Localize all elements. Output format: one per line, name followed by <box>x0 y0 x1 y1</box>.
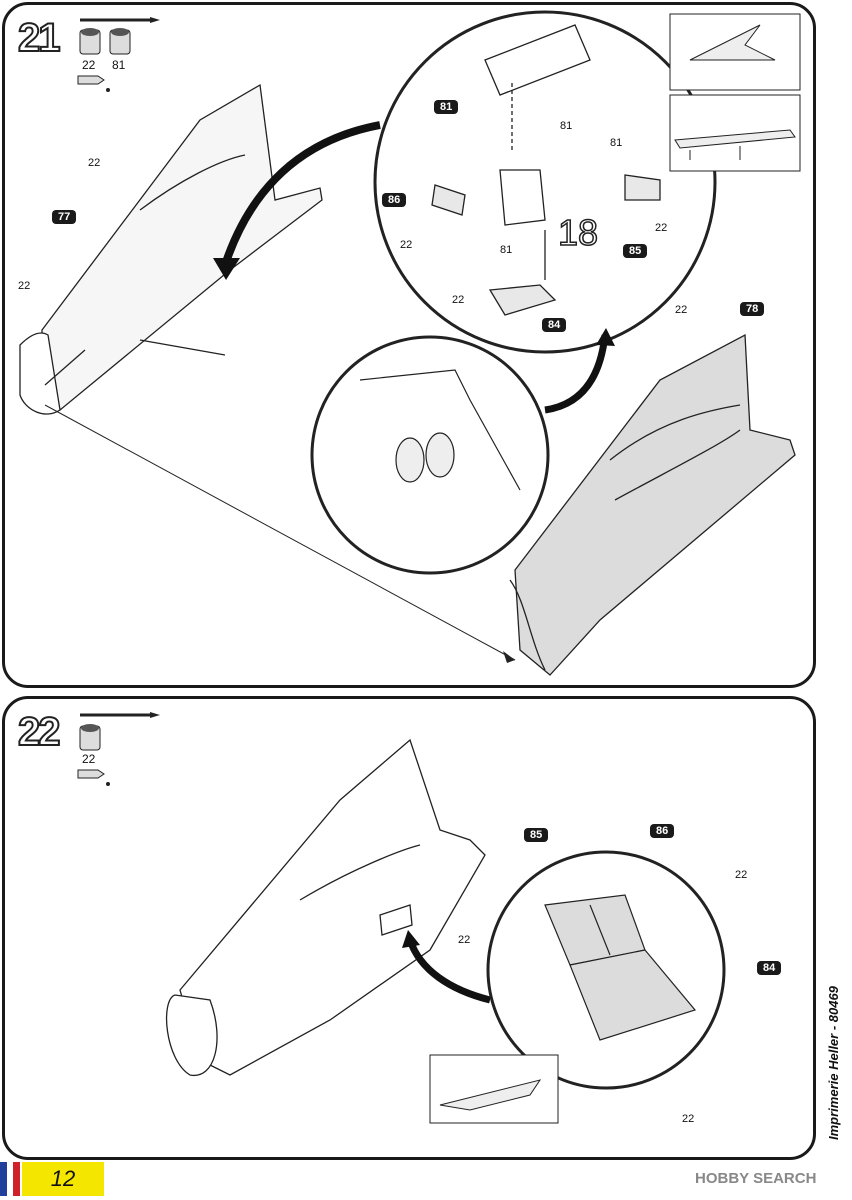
paint-pot-icon <box>79 28 131 55</box>
paint-callout: 22 <box>88 157 101 169</box>
part-tag: 84 <box>757 961 782 975</box>
assembled-fin <box>165 738 486 1076</box>
brush-icon-22 <box>80 712 160 718</box>
glue-tube-icon <box>77 75 110 92</box>
paint-callout: 22 <box>682 1113 695 1125</box>
part-tag: 85 <box>524 828 549 842</box>
paint-pot-icon-22 <box>79 724 101 751</box>
brush-icon <box>80 17 160 23</box>
wheel-bay <box>359 369 521 491</box>
paint-callout: 22 <box>452 294 465 306</box>
reference-part: 18 <box>558 212 598 253</box>
thumbnail-22 <box>429 1054 559 1124</box>
detail-circle-gear <box>373 10 717 354</box>
paint-callout: 22 <box>735 869 748 881</box>
part-callout: 81 <box>500 244 513 256</box>
paint-label: 22 <box>82 752 96 766</box>
paint-callout: 22 <box>18 280 31 292</box>
part-tag: 86 <box>382 193 407 207</box>
paint-label: 22 <box>82 58 96 72</box>
curved-arrow <box>221 121 381 267</box>
flag-icon <box>0 1162 20 1196</box>
part-tag: 77 <box>52 210 77 224</box>
fin-half-right <box>509 333 796 676</box>
part-callout: 81 <box>560 120 573 132</box>
part-tag: 81 <box>434 100 459 114</box>
alignment-line <box>44 404 516 661</box>
part-tag: 84 <box>542 318 567 332</box>
paint-label: 81 <box>112 58 126 72</box>
paint-callout: 22 <box>655 222 668 234</box>
part-tag: 85 <box>623 244 648 258</box>
page-number: 12 <box>22 1162 104 1196</box>
step-number: 22 <box>17 709 61 755</box>
paint-callout: 22 <box>675 304 688 316</box>
paint-callout: 22 <box>400 239 413 251</box>
part-callout: 81 <box>610 137 623 149</box>
part-tag: 86 <box>650 824 675 838</box>
part-tag: 78 <box>740 302 765 316</box>
paint-callout: 22 <box>458 934 471 946</box>
publisher-credit: Imprimerie Heller - 80469 <box>826 986 841 1140</box>
doors-detail <box>544 894 697 1041</box>
glue-tube-icon-22 <box>77 769 110 786</box>
fin-half-left <box>19 83 323 415</box>
watermark: HOBBY SEARCH <box>695 1170 817 1187</box>
gear-parts <box>431 24 661 316</box>
step-number: 21 <box>17 15 61 61</box>
